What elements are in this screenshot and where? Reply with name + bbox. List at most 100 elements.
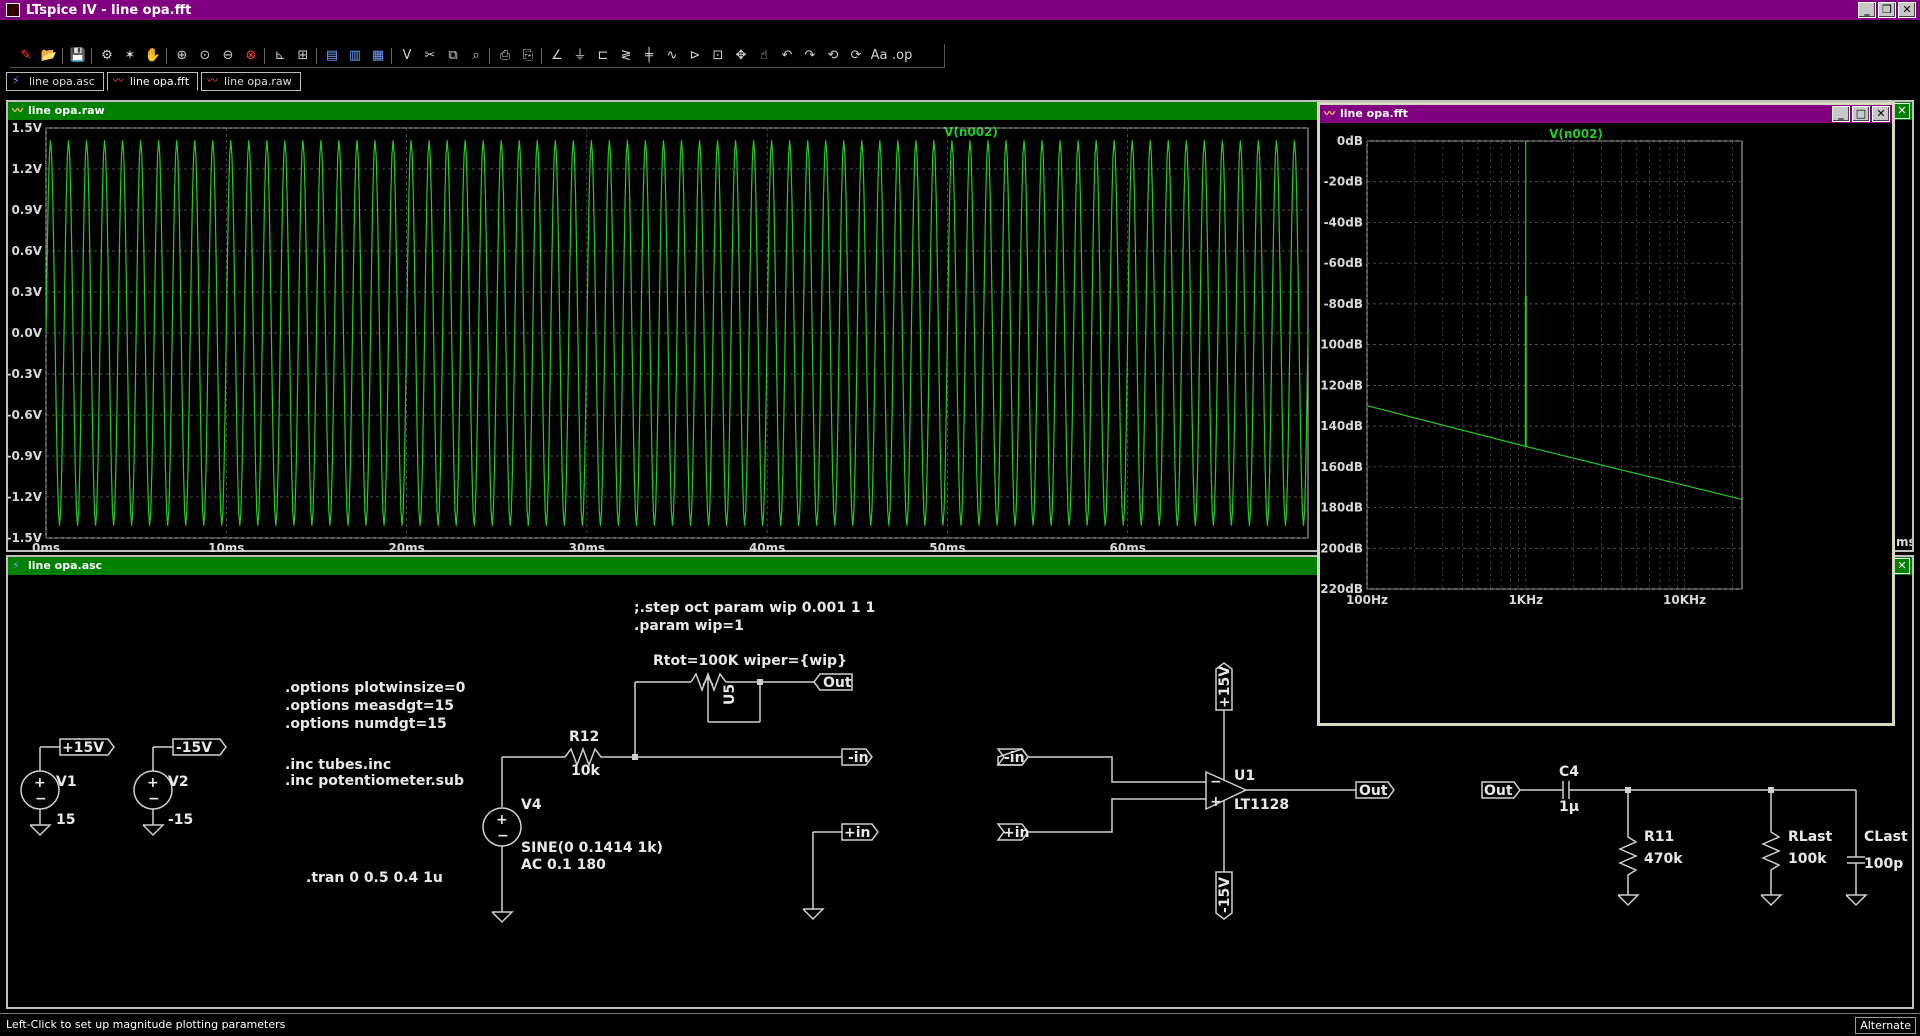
- pot-name[interactable]: U5: [722, 684, 738, 705]
- net-label-plus15v-opamp[interactable]: +15V: [1215, 662, 1233, 711]
- tile-vertical-icon[interactable]: ▥: [348, 47, 362, 63]
- transient-plot[interactable]: V(n002) 1.5V1.2V0.9V0.6V0.3V0.0V-0.3V-0.…: [8, 122, 1912, 552]
- r11-value[interactable]: 470k: [1644, 851, 1683, 867]
- u5-potentiometer[interactable]: [634, 671, 814, 757]
- fft-maximize-button[interactable]: □: [1852, 106, 1870, 122]
- v2-source[interactable]: + −: [133, 746, 173, 837]
- v1-value[interactable]: 15: [56, 812, 75, 828]
- resistor-icon[interactable]: ≷: [620, 47, 632, 63]
- close-button[interactable]: ✕: [1898, 2, 1916, 18]
- tab-line-opa-asc[interactable]: ⚡ line opa.asc: [6, 72, 104, 91]
- r12-name[interactable]: R12: [569, 729, 599, 745]
- r11-name[interactable]: R11: [1644, 829, 1674, 845]
- v2-value[interactable]: -15: [168, 812, 193, 828]
- v2-name[interactable]: V2: [168, 774, 189, 790]
- undo-icon[interactable]: ↶: [781, 47, 793, 63]
- tab-line-opa-fft[interactable]: 〰 line opa.fft: [106, 72, 199, 91]
- fft-plot[interactable]: V(n002) 0dB-20dB-40dB-60dB-80dB-100dB-12…: [1320, 123, 1892, 723]
- clast-value[interactable]: 100p: [1864, 856, 1903, 872]
- r11-resistor[interactable]: [1617, 790, 1640, 907]
- ltspice-app-icon[interactable]: [6, 3, 20, 17]
- cascade-icon[interactable]: ▦: [371, 47, 385, 63]
- tab-line-opa-raw[interactable]: 〰 line opa.raw: [201, 72, 301, 91]
- inductor-icon[interactable]: ∿: [666, 47, 678, 63]
- halt-icon[interactable]: ✋: [144, 47, 162, 63]
- zoom-out-icon[interactable]: ⊖: [222, 47, 234, 63]
- r12-value[interactable]: 10k: [571, 763, 600, 779]
- net-label-out-pot[interactable]: Out: [813, 673, 853, 691]
- rlast-value[interactable]: 100k: [1788, 851, 1827, 867]
- save-icon[interactable]: 💾: [69, 47, 87, 63]
- wire-icon[interactable]: ∠: [551, 47, 563, 63]
- fft-close-button[interactable]: ✕: [1872, 106, 1890, 122]
- u1-name[interactable]: U1: [1234, 768, 1255, 784]
- print-icon[interactable]: ⎘: [522, 47, 534, 63]
- net-label-minus-in-left[interactable]: -in: [841, 748, 873, 766]
- pot-spec[interactable]: Rtot=100K wiper={wip}: [653, 653, 847, 669]
- capacitor-icon[interactable]: ╪: [645, 47, 653, 63]
- spice-directive-icon[interactable]: .op: [892, 47, 913, 63]
- clast-capacitor[interactable]: [1845, 790, 1868, 907]
- net-label-out-opamp[interactable]: Out: [1355, 781, 1395, 799]
- net-label-plus-in-left[interactable]: +in: [802, 823, 879, 921]
- v1-name[interactable]: V1: [56, 774, 77, 790]
- zoom-pan-icon[interactable]: ⊙: [199, 47, 211, 63]
- rlast-name[interactable]: RLast: [1788, 829, 1832, 845]
- label-net-icon[interactable]: ⊏: [597, 47, 609, 63]
- inc-tubes[interactable]: .inc tubes.inc: [285, 757, 391, 773]
- new-schematic-icon[interactable]: ✎: [20, 47, 32, 63]
- param-directive[interactable]: .param wip=1: [634, 618, 744, 634]
- fft-trace-label[interactable]: V(n002): [1549, 127, 1603, 141]
- print-preview-icon[interactable]: ⎙: [499, 47, 511, 63]
- run-icon[interactable]: ✶: [124, 47, 136, 63]
- cut-icon[interactable]: ✂: [424, 47, 436, 63]
- net-label-plus-in-opamp[interactable]: +in: [996, 823, 1030, 841]
- c4-value[interactable]: 1µ: [1559, 799, 1579, 815]
- tile-horizontal-icon[interactable]: ▤: [325, 47, 339, 63]
- net-label-minus15v-opamp[interactable]: -15V: [1215, 871, 1233, 920]
- open-icon[interactable]: 📂: [40, 47, 58, 63]
- net-label-plus15v-v1[interactable]: +15V: [59, 738, 115, 756]
- plot-settings-icon[interactable]: ⊞: [297, 47, 309, 63]
- v4-value-ac[interactable]: AC 0.1 180: [521, 857, 606, 873]
- net-label-minus-in-opamp[interactable]: -in: [996, 748, 1029, 766]
- raw-pane-close-icon[interactable]: ✕: [1894, 103, 1910, 119]
- fft-minimize-button[interactable]: _: [1832, 106, 1850, 122]
- diode-icon[interactable]: ⊳: [689, 47, 701, 63]
- rlast-resistor[interactable]: [1760, 790, 1783, 907]
- clast-name[interactable]: CLast: [1864, 829, 1908, 845]
- schematic-canvas[interactable]: ;.step oct param wip 0.001 1 1 .param wi…: [8, 577, 1912, 1009]
- net-label-minus15v-v2[interactable]: -15V: [172, 738, 227, 756]
- options-numdgt[interactable]: .options numdgt=15: [285, 716, 447, 732]
- pick-visible-traces-icon[interactable]: V: [402, 47, 412, 63]
- v1-source[interactable]: + −: [20, 746, 60, 837]
- restore-button[interactable]: ❐: [1878, 2, 1896, 18]
- options-plotwinsize[interactable]: .options plotwinsize=0: [285, 680, 466, 696]
- r12-resistor[interactable]: [564, 746, 635, 768]
- find-icon[interactable]: ⌕: [472, 47, 480, 63]
- trace-label[interactable]: V(n002): [944, 125, 998, 139]
- copy-icon[interactable]: ⧉: [448, 47, 458, 63]
- asc-pane-close-icon[interactable]: ✕: [1894, 558, 1910, 574]
- step-directive[interactable]: ;.step oct param wip 0.001 1 1: [634, 600, 875, 616]
- inc-potentiometer[interactable]: .inc potentiometer.sub: [285, 773, 464, 789]
- c4-capacitor[interactable]: [1520, 781, 1856, 799]
- zoom-in-icon[interactable]: ⊕: [176, 47, 188, 63]
- rotate-icon[interactable]: ⟲: [827, 47, 839, 63]
- minimize-button[interactable]: _: [1858, 2, 1876, 18]
- text-icon[interactable]: Aa: [870, 47, 888, 63]
- ground-icon[interactable]: ⏚: [573, 47, 587, 63]
- component-icon[interactable]: ⊡: [712, 47, 724, 63]
- mirror-icon[interactable]: ⟳: [850, 47, 862, 63]
- drag-icon[interactable]: ☝: [760, 47, 768, 63]
- v4-source[interactable]: + −: [482, 756, 565, 924]
- control-panel-icon[interactable]: ⚙: [101, 47, 113, 63]
- u1-opamp[interactable]: − +: [1028, 710, 1356, 872]
- v4-value-sine[interactable]: SINE(0 0.1414 1k): [521, 840, 663, 856]
- tran-directive[interactable]: .tran 0 0.5 0.4 1u: [306, 870, 443, 886]
- c4-name[interactable]: C4: [1559, 764, 1579, 780]
- zoom-fit-icon[interactable]: ⊗: [245, 47, 257, 63]
- options-measdgt[interactable]: .options measdgt=15: [285, 698, 454, 714]
- autorange-icon[interactable]: ⊾: [274, 47, 286, 63]
- v4-name[interactable]: V4: [521, 797, 542, 813]
